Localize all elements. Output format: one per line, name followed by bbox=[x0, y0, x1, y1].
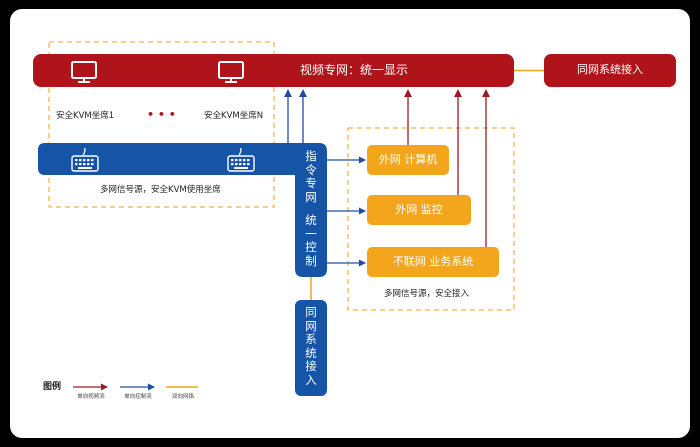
external-access-box[interactable] bbox=[544, 54, 676, 87]
video-network-bus[interactable] bbox=[33, 54, 514, 87]
kvm-seats-group bbox=[48, 41, 275, 208]
bottom-access-box[interactable] bbox=[295, 300, 327, 396]
seats-note: 多网信号源，安全KVM使用坐席 bbox=[100, 185, 221, 195]
bottom-access-label: 同 网 系 统 接 入 bbox=[305, 305, 317, 387]
source-box-business[interactable] bbox=[367, 247, 499, 277]
source-business-label: 不联网 业务系统 bbox=[392, 255, 474, 268]
monitor-icon bbox=[218, 61, 244, 83]
source-box-computer[interactable] bbox=[367, 145, 449, 175]
sources-note: 多网信号源，安全接入 bbox=[384, 289, 470, 299]
seat-1-label: 安全KVM坐席1 bbox=[56, 111, 115, 121]
control-network-bus[interactable] bbox=[38, 143, 327, 277]
legend-label-control: 单向控制流 bbox=[124, 394, 152, 400]
source-box-monitoring[interactable] bbox=[367, 195, 471, 225]
keyboard-icon bbox=[71, 147, 99, 172]
legend-title: 图例 bbox=[43, 382, 62, 392]
source-monitoring-label: 外网 监控 bbox=[395, 203, 443, 216]
legend-label-network: 双向网络 bbox=[171, 394, 194, 400]
keyboard-icon bbox=[227, 147, 255, 172]
video-network-label: 视频专网：统一显示 bbox=[299, 63, 408, 77]
legend-label-video: 单向视频流 bbox=[77, 394, 105, 400]
seat-n-label: 安全KVM坐席N bbox=[204, 111, 264, 121]
source-computer-label: 外网 计算机 bbox=[378, 153, 438, 166]
control-network-label: 指 令 专 网 统 一 控 制 bbox=[305, 149, 317, 268]
external-access-label: 同网系统接入 bbox=[577, 63, 643, 76]
seat-dots: • • • bbox=[147, 108, 176, 121]
signal-sources-group bbox=[347, 127, 515, 311]
monitor-icon bbox=[71, 61, 97, 83]
